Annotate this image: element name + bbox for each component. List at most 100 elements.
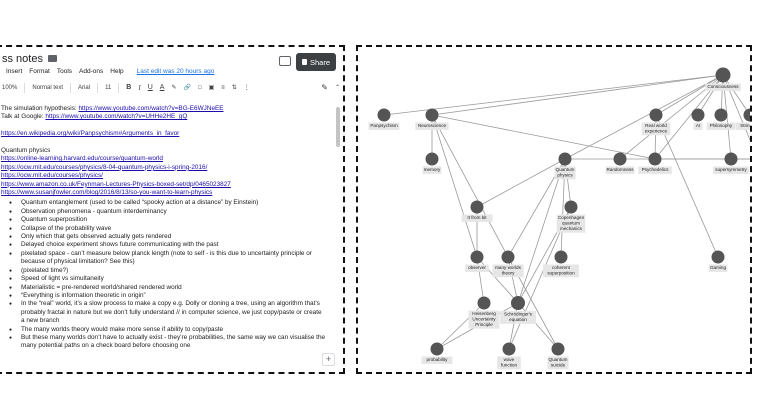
doc-link[interactable]: https://www.youtube.com/watch?v=UHHe2HE_… [45,113,188,121]
menu-insert[interactable]: Insert [6,68,23,75]
graph-node-string[interactable]: String the [735,108,753,130]
doc-link[interactable]: https://ocw.mit.edu/courses/physics/8-04… [1,163,208,171]
node-circle[interactable] [511,296,525,310]
node-circle[interactable] [743,108,753,122]
node-circle[interactable] [430,342,444,356]
graph-node-observer[interactable]: observer [465,250,489,272]
comment-icon[interactable] [279,56,291,66]
node-circle[interactable] [711,250,725,264]
node-circle[interactable] [551,342,565,356]
node-circle[interactable] [377,108,391,122]
text-color-button[interactable]: A [159,84,165,91]
collapse-icon[interactable]: ⌃ [334,85,340,91]
graph-node-psychedelics[interactable]: Psychedelics [638,152,672,174]
menu-help[interactable]: Help [110,68,124,75]
link-icon[interactable]: 🔗 [183,85,191,91]
graph-node-probability[interactable]: probability [421,342,453,364]
node-circle[interactable] [425,152,439,166]
graph-node-it-from-bit[interactable]: It from bit [461,200,493,222]
line-spacing-icon[interactable]: ⇅ [231,85,237,91]
graph-edge [431,74,724,116]
doc-link[interactable]: https://www.amazon.co.uk/Feynman-Lecture… [1,180,231,188]
node-circle[interactable] [648,152,662,166]
explore-button[interactable]: + [322,353,335,366]
graph-node-ai[interactable]: AI [691,108,705,130]
node-circle[interactable] [470,250,484,264]
doc-line: Quantum physics [1,147,326,155]
comment-add-icon[interactable]: □ [197,84,202,91]
font-size-select[interactable]: 11 [105,84,112,91]
graph-node-le[interactable]: Le [752,153,753,174]
pencil-icon[interactable]: ✎ [321,83,328,92]
doc-link[interactable]: https://www.susanjfowler.com/blog/2016/8… [1,189,213,197]
graph-node-consciousness[interactable]: Consciousness [705,67,741,91]
node-circle[interactable] [502,342,516,356]
node-circle[interactable] [470,200,484,214]
menu-add-ons[interactable]: Add-ons [79,68,104,75]
node-circle[interactable] [691,108,705,122]
node-circle[interactable] [714,108,728,122]
doc-link[interactable]: https://en.wikipedia.org/wiki/Panpsychis… [1,130,180,138]
node-circle[interactable] [724,152,738,166]
node-circle[interactable] [649,108,663,122]
folder-icon[interactable] [48,55,57,62]
image-icon[interactable]: ▣ [208,85,215,91]
node-label: Panpsychism [370,123,397,128]
doc-link[interactable]: https://online-learning.harvard.edu/cour… [1,155,163,163]
graph-node-supersymmetry[interactable]: supersymmetry [713,152,749,174]
bold-button[interactable]: B [126,84,132,91]
node-label: Psychedelics [642,167,670,172]
document-title[interactable]: ss notes [2,53,43,65]
share-label: Share [309,57,330,67]
graph-node-panpsychism[interactable]: Panpsychism [368,108,400,130]
doc-link[interactable]: https://www.youtube.com/watch?v=BG-E6WJN… [78,105,224,112]
graph-node-neuroscience[interactable]: Neuroscience [415,108,449,130]
align-icon[interactable]: ≡ [221,84,225,91]
menu-tools[interactable]: Tools [56,68,73,75]
doc-line [1,122,326,130]
node-circle[interactable] [554,250,568,264]
node-circle[interactable] [477,296,491,310]
graph-node-memory[interactable]: memory [422,152,442,174]
bullet-item: Quantum superposition [1,216,326,225]
star-icon[interactable]: ☆ [36,53,45,63]
vertical-scrollbar[interactable] [335,107,340,372]
scrollbar-thumb[interactable] [336,107,340,147]
underline-button[interactable]: U [147,84,153,91]
zoom-select[interactable]: 100% [2,84,18,91]
node-label-bg [706,122,736,130]
font-select[interactable]: Arial [78,84,91,91]
highlight-icon[interactable]: ✎ [171,85,177,91]
last-edit-link[interactable]: Last edit was 20 hours ago [136,68,215,75]
document-body[interactable]: The simulation hypothesis: https://www.y… [1,105,326,351]
style-select[interactable]: Normal text [32,84,64,91]
list-icon[interactable]: ⋮ [243,85,250,91]
graph-node-philosophy[interactable]: Philosophy [706,108,736,130]
node-circle[interactable] [501,250,515,264]
share-button[interactable]: Share [296,53,336,71]
doc-link[interactable]: https://ocw.mit.edu/courses/physics/ [1,172,103,180]
node-circle[interactable] [715,67,731,83]
node-circle[interactable] [613,152,627,166]
menu-format[interactable]: Format [29,68,50,75]
node-circle[interactable] [558,152,572,166]
node-circle[interactable] [752,153,753,166]
node-circle[interactable] [425,108,439,122]
graph-node-randomness[interactable]: Randomness [605,152,635,174]
node-circle[interactable] [564,200,578,214]
doc-line: The simulation hypothesis: https://www.y… [1,105,326,113]
italic-button[interactable]: I [138,83,141,92]
graph-node-gaming[interactable]: Gaming [708,250,728,272]
